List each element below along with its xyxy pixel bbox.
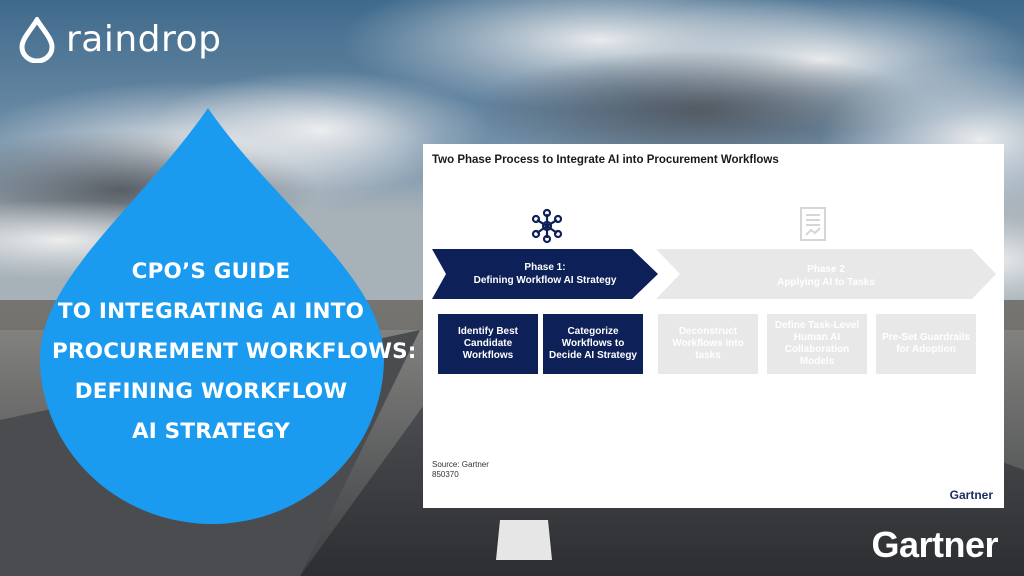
- phase2-arrow: Phase 2 Applying AI to Tasks: [656, 249, 996, 299]
- raindrop-logo-icon: [19, 17, 55, 63]
- raindrop-logo-text: raindrop: [66, 19, 222, 60]
- headline-line: CPO’s Guide: [131, 259, 291, 284]
- document-chart-icon: [800, 207, 826, 241]
- step-deconstruct-workflows: Deconstruct Workflows into tasks: [658, 314, 758, 374]
- source-id: 850370: [432, 470, 459, 479]
- raindrop-logo: raindrop: [18, 16, 221, 64]
- source-text: Source: Gartner: [432, 460, 489, 469]
- network-nodes-icon: [531, 208, 563, 244]
- headline-line: to Integrating AI Into: [57, 299, 365, 324]
- step-preset-guardrails: Pre-Set Guardrails for Adoption: [876, 314, 976, 374]
- headline-line: Procurement Workflows:: [52, 339, 417, 364]
- step-define-collaboration-models: Define Task-Level Human AI Collaboration…: [767, 314, 867, 374]
- phase2-label: Phase 2: [807, 264, 845, 275]
- step-identify-candidate-workflows: Identify Best Candidate Workflows: [438, 314, 538, 374]
- gartner-logo: Gartner: [871, 524, 998, 565]
- phase2-sublabel: Applying AI to Tasks: [777, 277, 875, 288]
- figure-gartner-logo: Gartner: [949, 488, 993, 502]
- process-figure-card: Two Phase Process to Integrate AI into P…: [423, 144, 1004, 508]
- phase1-sublabel: Defining Workflow AI Strategy: [473, 275, 617, 286]
- headline-line: Defining Workflow: [74, 379, 348, 404]
- phase1-arrow: Phase 1: Defining Workflow AI Strategy: [432, 249, 658, 299]
- headline: CPO’s Guide to Integrating AI Into Procu…: [52, 252, 417, 452]
- headline-line: AI Strategy: [131, 419, 291, 444]
- figure-title: Two Phase Process to Integrate AI into P…: [432, 154, 779, 166]
- step-categorize-workflows: Categorize Workflows to Decide AI Strate…: [543, 314, 643, 374]
- figure-source: Source: Gartner 850370: [432, 460, 489, 480]
- phase1-label: Phase 1:: [524, 262, 566, 273]
- blue-raindrop-shape: [40, 108, 384, 524]
